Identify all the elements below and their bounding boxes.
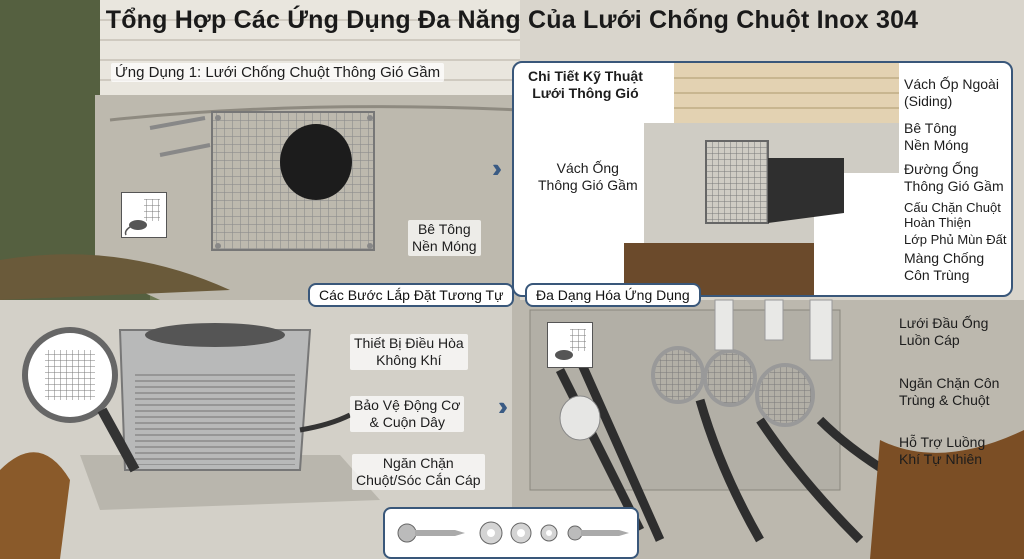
insect-screen-label: Màng Chống Côn Trùng — [904, 250, 985, 283]
screw-icon — [567, 525, 629, 541]
siding-label: Vách Ốp Ngoài (Siding) — [904, 76, 999, 109]
screw-icon — [397, 523, 465, 543]
cable-chew-label: Ngăn Chặn Chuột/Sóc Cắn Cáp — [352, 454, 485, 490]
chevron-right-icon: ››› — [492, 153, 502, 183]
diversify-tag: Đa Dạng Hóa Ứng Dụng — [525, 283, 701, 307]
ac-unit-label: Thiết Bị Điều Hòa Không Khí — [350, 334, 468, 370]
rat-warning-icon — [547, 322, 593, 368]
chevron-right-icon: ››› — [498, 391, 508, 421]
pest-block-label: Ngăn Chặn Côn Trùng & Chuột — [899, 375, 1000, 408]
panel1-heading: Ứng Dụng 1: Lưới Chống Chuột Thông Gió G… — [111, 63, 445, 82]
airflow-label: Hỗ Trợ Luồng Khí Tự Nhiên — [899, 434, 986, 467]
washer-icon — [540, 524, 558, 542]
motor-protect-label: Bảo Vệ Động Cơ & Cuộn Dây — [350, 396, 465, 432]
rat-warning-icon — [121, 192, 167, 238]
detail-heading: Chi Tiết Kỹ Thuật Lưới Thông Gió — [528, 68, 643, 101]
foundation-label: Bê Tông Nền Móng — [904, 120, 969, 153]
page-title: Tổng Hợp Các Ứng Dụng Đa Năng Của Lưới C… — [105, 6, 919, 34]
washer-icon — [479, 521, 503, 545]
detail-illustration — [624, 63, 899, 295]
vent-wall-label: Vách Ống Thông Gió Gầm — [534, 159, 642, 195]
install-steps-tag: Các Bước Lắp Đặt Tương Tự — [308, 283, 515, 307]
detail-panel: Chi Tiết Kỹ Thuật Lưới Thông Gió Vách Ốn… — [512, 61, 1013, 297]
washer-icon — [510, 522, 532, 544]
rodent-stop-label: Cấu Chặn Chuột Hoàn Thiện — [904, 200, 1001, 230]
concrete-label: Bê Tông Nền Móng — [408, 220, 481, 256]
pipe-end-mesh-label: Lưới Đầu Ống Luồn Cáp — [899, 315, 989, 348]
vent-duct-label: Đường Ống Thông Gió Gầm — [904, 161, 1004, 194]
hardware-strip — [383, 507, 639, 559]
mulch-label: Lớp Phủ Mùn Đất — [904, 232, 1007, 247]
